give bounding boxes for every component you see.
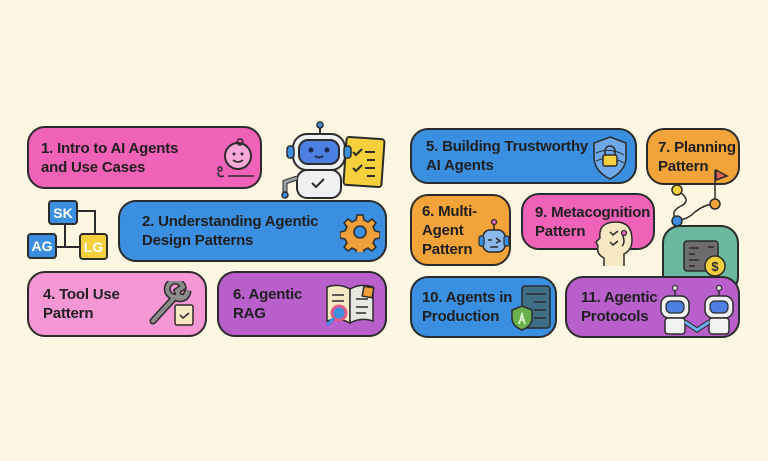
card-label: 6. Agentic RAG (233, 286, 303, 322)
card-label: 4. Tool Use Pattern (43, 286, 120, 322)
card-agentic-design-patterns[interactable]: 2. Understanding Agentic Design Patterns (118, 200, 387, 262)
flag-path-icon (671, 168, 729, 227)
card-tool-use-pattern[interactable]: 4. Tool Use Pattern (27, 271, 207, 337)
server-money-icon: $ (683, 240, 726, 277)
card-label: 7. Planning Pattern (658, 139, 736, 175)
framework-lg-badge: LG (79, 233, 108, 260)
framework-ag-badge: AG (27, 233, 57, 259)
card-planning-pattern[interactable]: 7. Planning Pattern (646, 128, 740, 185)
head-thinking-icon (595, 221, 633, 266)
card-label: 9. Metacognition Pattern (535, 203, 651, 240)
card-label: 2. Understanding Agentic Design Patterns (142, 213, 319, 249)
card-label: 6. Multi- Agent Pattern (422, 202, 477, 258)
card-label: 10. Agents in Production (422, 289, 513, 325)
card-agentic-rag[interactable]: 6. Agentic RAG (217, 271, 387, 337)
robot-checklist-icon (281, 121, 386, 199)
svg-text:$: $ (711, 259, 719, 274)
book-magnifier-icon (325, 284, 375, 327)
card-multi-agent-pattern[interactable]: 6. Multi- Agent Pattern (410, 194, 511, 266)
robot-head-icon (478, 218, 510, 253)
card-label: 11. Agentic Protocols (581, 289, 658, 325)
robots-handshake-icon (660, 284, 734, 335)
gear-icon (340, 214, 380, 252)
shield-lock-icon (593, 136, 627, 180)
wrench-checklist-icon (149, 281, 194, 326)
card-trustworthy-agents[interactable]: 5. Building Trustworthy AI Agents (410, 128, 637, 184)
card-agentic-protocols[interactable]: 11. Agentic Protocols (565, 276, 740, 338)
framework-sk-badge: SK (48, 200, 78, 225)
card-agents-in-production[interactable]: 10. Agents in Production (410, 276, 557, 338)
card-label: 1. Intro to AI Agents and Use Cases (41, 139, 179, 176)
baby-face-icon (217, 138, 254, 178)
card-label: 5. Building Trustworthy AI Agents (426, 138, 589, 174)
server-shield-icon (511, 285, 551, 331)
card-intro-ai-agents[interactable]: 1. Intro to AI Agents and Use Cases (27, 126, 262, 189)
